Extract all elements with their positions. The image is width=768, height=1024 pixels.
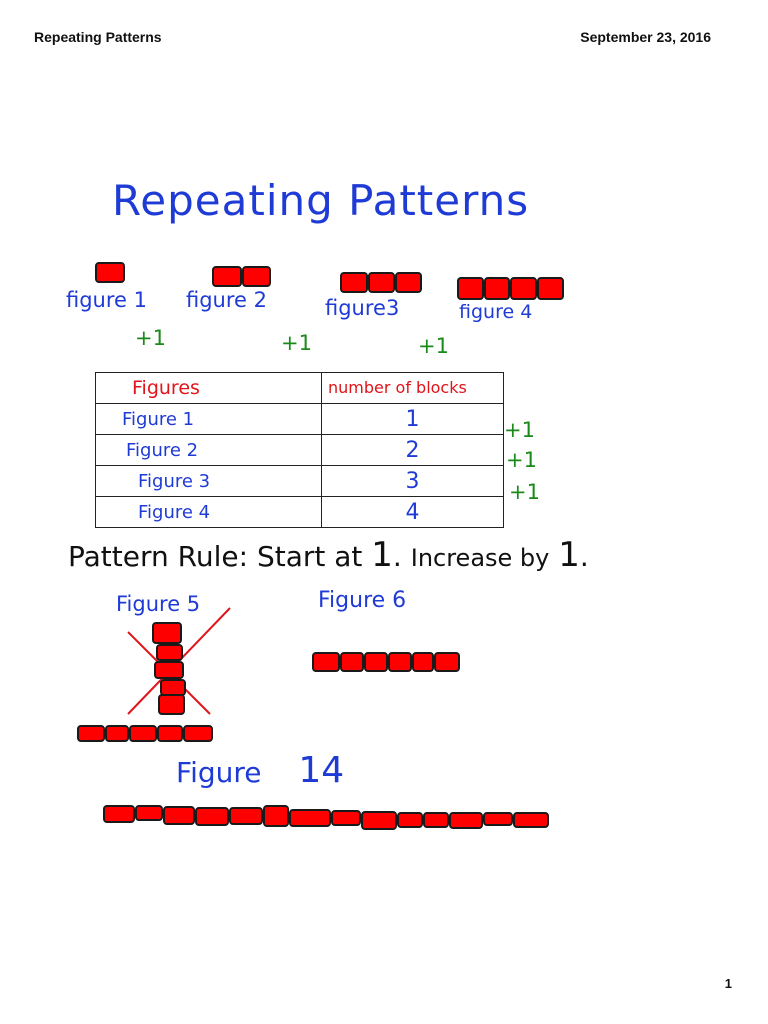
figure-4-label: figure 4 bbox=[459, 301, 533, 323]
block bbox=[77, 725, 105, 742]
block bbox=[212, 266, 242, 287]
table-header-row: Figures number of blocks bbox=[95, 372, 504, 404]
increment-label: +1 bbox=[504, 418, 535, 442]
figure-1-blocks bbox=[95, 262, 125, 283]
block bbox=[395, 272, 422, 293]
block bbox=[364, 652, 388, 672]
block bbox=[95, 262, 125, 283]
figure-14-blocks bbox=[103, 805, 549, 830]
pattern-rule-increase-text: Increase by bbox=[410, 544, 550, 572]
page-title: Repeating Patterns bbox=[112, 176, 530, 225]
block bbox=[449, 812, 483, 829]
table-cell-figure: Figure 1 bbox=[122, 408, 195, 430]
figure-14-label: Figure 14 bbox=[176, 750, 344, 791]
block bbox=[158, 694, 185, 715]
block bbox=[105, 725, 129, 742]
table-row: Figure 2 2 bbox=[95, 434, 504, 466]
column-header-figures: Figures bbox=[132, 377, 200, 399]
block bbox=[157, 725, 183, 742]
figure-3-blocks bbox=[340, 272, 422, 293]
block bbox=[263, 805, 289, 827]
block bbox=[154, 661, 184, 679]
figure-14-number: 14 bbox=[298, 750, 345, 791]
block bbox=[340, 272, 368, 293]
block bbox=[483, 812, 513, 826]
block bbox=[537, 277, 564, 300]
block bbox=[289, 809, 331, 827]
figure-5-label: Figure 5 bbox=[116, 592, 201, 616]
block bbox=[135, 805, 163, 821]
block bbox=[156, 644, 183, 661]
table-cell-count: 3 bbox=[321, 465, 504, 497]
figure-3-label: figure3 bbox=[325, 296, 400, 320]
figure-6-blocks bbox=[312, 652, 460, 672]
block bbox=[103, 805, 135, 823]
table-row: Figure 4 4 bbox=[95, 496, 504, 528]
pattern-rule: Pattern Rule: Start at 1. Increase by 1. bbox=[68, 535, 589, 575]
table-cell-count: 4 bbox=[321, 496, 504, 528]
header-date: September 23, 2016 bbox=[580, 29, 711, 45]
column-header-number-of-blocks: number of blocks bbox=[328, 378, 467, 397]
block bbox=[229, 807, 263, 825]
figure-5-blocks bbox=[77, 725, 213, 742]
block bbox=[412, 652, 434, 672]
pattern-rule-prefix: Pattern Rule: bbox=[68, 540, 249, 573]
page-number: 1 bbox=[724, 976, 732, 991]
block bbox=[129, 725, 157, 742]
figure-1-label: figure 1 bbox=[66, 288, 147, 312]
block bbox=[242, 266, 271, 287]
block bbox=[513, 812, 549, 828]
figure-2-blocks bbox=[212, 266, 271, 287]
increment-label: +1 bbox=[281, 331, 312, 355]
block bbox=[163, 806, 195, 825]
block bbox=[331, 810, 361, 826]
block bbox=[195, 807, 229, 826]
block bbox=[312, 652, 340, 672]
blocks-table: Figures number of blocks Figure 1 1 Figu… bbox=[95, 372, 504, 528]
increment-label: +1 bbox=[135, 326, 166, 350]
figure-14-label-text: Figure bbox=[176, 756, 262, 789]
table-row: Figure 1 1 bbox=[95, 403, 504, 435]
increment-label: +1 bbox=[509, 480, 540, 504]
pattern-rule-start-text: Start at bbox=[256, 540, 363, 573]
increment-label: +1 bbox=[418, 334, 449, 358]
block bbox=[368, 272, 395, 293]
block bbox=[340, 652, 364, 672]
table-cell-figure: Figure 2 bbox=[126, 439, 199, 461]
figure-2-label: figure 2 bbox=[186, 288, 267, 312]
table-row: Figure 3 3 bbox=[95, 465, 504, 497]
block bbox=[183, 725, 213, 742]
block bbox=[397, 812, 423, 828]
increment-label: +1 bbox=[506, 448, 537, 472]
block bbox=[484, 277, 510, 300]
table-cell-count: 1 bbox=[321, 403, 504, 435]
block bbox=[510, 277, 537, 300]
block bbox=[388, 652, 412, 672]
figure-6-label: Figure 6 bbox=[318, 588, 407, 613]
block bbox=[152, 622, 182, 644]
block bbox=[457, 277, 484, 300]
block bbox=[423, 812, 449, 828]
block bbox=[361, 811, 397, 830]
table-cell-count: 2 bbox=[321, 434, 504, 466]
table-cell-figure: Figure 3 bbox=[138, 470, 211, 492]
block bbox=[434, 652, 460, 672]
header-title: Repeating Patterns bbox=[34, 29, 162, 45]
pattern-rule-start-value: 1 bbox=[371, 535, 393, 575]
table-cell-figure: Figure 4 bbox=[138, 501, 211, 523]
pattern-rule-step-value: 1 bbox=[558, 535, 580, 575]
figure-4-blocks bbox=[457, 277, 564, 300]
